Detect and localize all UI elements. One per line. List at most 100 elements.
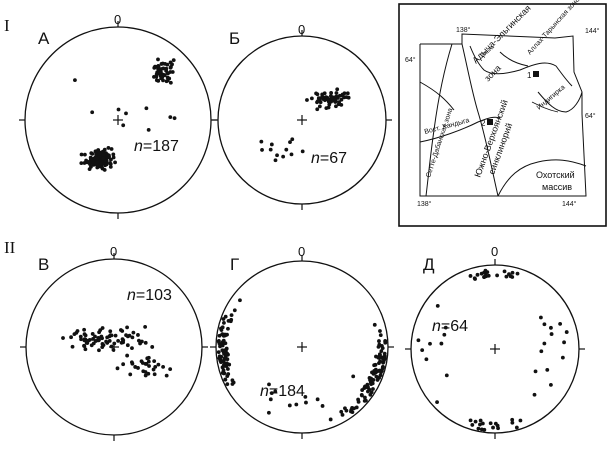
pole-point	[502, 269, 507, 274]
pole-point	[153, 364, 158, 369]
coord-label: 144°	[562, 200, 577, 208]
pole-point	[504, 274, 509, 279]
pole-point	[221, 333, 226, 338]
pole-point	[128, 372, 133, 377]
pole-point	[83, 337, 88, 342]
stereonet-b: 0 Б n=67	[212, 22, 392, 210]
pole-point	[108, 329, 113, 334]
pole-point	[518, 418, 523, 423]
pole-point	[268, 397, 273, 402]
pole-point	[171, 58, 176, 63]
pole-point	[130, 335, 135, 340]
pole-point	[273, 389, 278, 394]
pole-point	[315, 92, 320, 97]
pole-point	[560, 355, 565, 360]
pole-point	[315, 99, 320, 104]
count-label: n=64	[432, 318, 468, 335]
pole-point	[130, 346, 134, 351]
pole-point	[232, 308, 237, 313]
pole-point	[72, 332, 77, 337]
pole-point	[428, 341, 432, 346]
location-marker-2	[487, 119, 493, 125]
pole-point	[79, 152, 84, 157]
pole-point	[284, 147, 289, 152]
pole-point	[165, 62, 170, 67]
pole-point	[100, 326, 105, 330]
pole-point	[111, 348, 116, 352]
pole-point	[510, 420, 515, 425]
stereonet-v: 0 В n=103	[20, 244, 208, 441]
pole-point	[339, 97, 344, 102]
pole-point	[382, 351, 387, 356]
pole-point	[329, 90, 334, 95]
pole-point	[161, 364, 165, 369]
pole-point	[104, 339, 109, 344]
pole-point	[156, 57, 160, 62]
pole-point	[93, 334, 97, 339]
pole-point	[223, 314, 228, 319]
pole-point	[226, 318, 231, 323]
tick-marks	[210, 255, 394, 439]
pole-point	[470, 423, 475, 427]
pole-point	[112, 341, 117, 346]
pole-point	[82, 344, 87, 348]
pole-point	[372, 368, 377, 373]
inset-map: 138° 144° 64° 64° 138° 144° Адыча-Эльгин…	[398, 0, 607, 227]
pole-point	[91, 341, 96, 346]
pole-point	[377, 339, 381, 343]
pole-point	[269, 391, 274, 396]
pole-point	[320, 95, 324, 100]
coord-label: 144°	[585, 27, 600, 35]
pole-point	[100, 345, 105, 350]
pole-point	[337, 100, 341, 105]
pole-point	[268, 147, 273, 152]
pole-point	[89, 164, 93, 169]
pole-point	[475, 272, 480, 277]
pole-point	[226, 326, 230, 331]
pole-point	[125, 325, 129, 330]
pole-point	[165, 75, 170, 80]
north-label: 0	[298, 22, 305, 37]
pole-point	[362, 384, 367, 389]
pole-point	[61, 336, 65, 340]
pole-point	[542, 341, 547, 346]
pole-point	[111, 152, 116, 157]
stereonet-label: А	[38, 29, 50, 48]
pole-point	[99, 161, 103, 166]
pole-point	[564, 330, 569, 334]
stereonet-g: 0 Г n=184	[210, 244, 394, 439]
pole-point	[359, 393, 364, 397]
pole-point	[70, 344, 75, 349]
pole-point	[345, 91, 350, 96]
pole-point	[372, 322, 377, 327]
pole-point	[144, 106, 149, 111]
pole-point	[379, 370, 383, 375]
pole-point	[101, 156, 106, 161]
pole-point	[349, 409, 353, 414]
pole-point	[548, 382, 553, 387]
pole-point	[69, 335, 73, 340]
count-label: n=67	[311, 150, 347, 167]
pole-point	[147, 364, 151, 368]
pole-point	[79, 337, 83, 342]
stereonet-label: В	[38, 255, 49, 274]
pole-point	[473, 419, 478, 424]
pole-point	[266, 410, 271, 415]
count-label: n=103	[127, 287, 172, 304]
pole-point	[381, 359, 386, 364]
pole-point	[334, 104, 338, 109]
pole-point	[146, 371, 151, 376]
coord-label: 138°	[456, 26, 471, 34]
pole-point	[113, 333, 118, 338]
pole-point	[356, 399, 361, 404]
pole-point	[121, 338, 126, 343]
tick-marks	[405, 259, 585, 439]
zone-boundary-line	[461, 43, 499, 197]
pole-point	[488, 421, 493, 426]
coord-label: 138°	[417, 200, 432, 208]
pole-point	[97, 348, 101, 353]
pole-point	[82, 161, 87, 165]
pole-point	[288, 140, 292, 145]
pole-point	[344, 408, 349, 413]
pole-point	[363, 395, 367, 400]
